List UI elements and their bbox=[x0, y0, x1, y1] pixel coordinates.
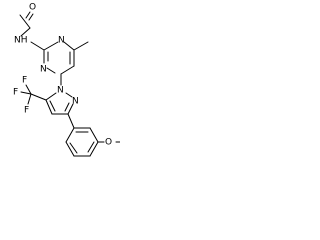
bond-c6-n1 bbox=[46, 67, 56, 74]
bond-ph-4-5-inner bbox=[87, 141, 95, 153]
bond-pz-phenyl bbox=[67, 113, 75, 129]
methoxy-oxygen-label: O bbox=[105, 138, 112, 148]
bond-methyl-carbonyl bbox=[19, 14, 31, 29]
bond-pz-n2-n1 bbox=[65, 92, 73, 98]
bond-pz-c5-c4-inner bbox=[49, 100, 56, 112]
bond-ph-2-3 bbox=[65, 141, 75, 157]
fluorine-3-label: F bbox=[24, 106, 29, 116]
amide-nh-label: NH bbox=[14, 36, 28, 46]
bond-carbonyl-nh bbox=[20, 27, 31, 37]
bond-cf3-f3 bbox=[27, 93, 32, 105]
structure-canvas: O NH N N N N F F F O bbox=[0, 0, 120, 172]
bond-c4-methyl bbox=[73, 41, 89, 51]
bond-carbonyl-oxygen-1 bbox=[25, 11, 31, 19]
carbonyl-oxygen-label: O bbox=[29, 3, 36, 13]
bond-ph-1-2 bbox=[65, 127, 75, 143]
bond-ph-4-5 bbox=[89, 141, 99, 157]
bond-c5-cf3 bbox=[30, 93, 47, 101]
bond-cf3-f2 bbox=[25, 84, 32, 95]
bond-pz-n1-c5 bbox=[45, 92, 57, 101]
bond-nh-c2 bbox=[30, 41, 45, 51]
bonds bbox=[19, 11, 120, 157]
bond-n3-c4 bbox=[63, 41, 75, 51]
bond-cf3-f1 bbox=[20, 91, 32, 95]
bond-c2-n3 bbox=[43, 41, 59, 51]
fluorine-2-label: F bbox=[22, 76, 27, 86]
bond-pz-c5-c4 bbox=[45, 99, 53, 115]
bond-ph-5-6 bbox=[89, 127, 99, 143]
pyrazole-n2-label: N bbox=[72, 97, 79, 107]
bond-pz-c3-n2 bbox=[67, 103, 74, 115]
bond-ph-2-3-inner bbox=[69, 142, 78, 154]
pyrimidine-n1-label: N bbox=[40, 65, 47, 75]
atom-labels: O NH N N N N F F F O bbox=[13, 3, 112, 148]
pyrimidine-n3-label: N bbox=[58, 36, 65, 46]
bond-carbonyl-oxygen-2 bbox=[28, 13, 34, 21]
bond-c5-c6 bbox=[60, 65, 75, 75]
fluorine-1-label: F bbox=[13, 88, 18, 98]
pyrazole-n1-label: N bbox=[57, 86, 64, 96]
molecule-structure: O NH N N N N F F F O bbox=[13, 3, 120, 157]
bond-pz-c3-n2-inner bbox=[64, 102, 70, 112]
